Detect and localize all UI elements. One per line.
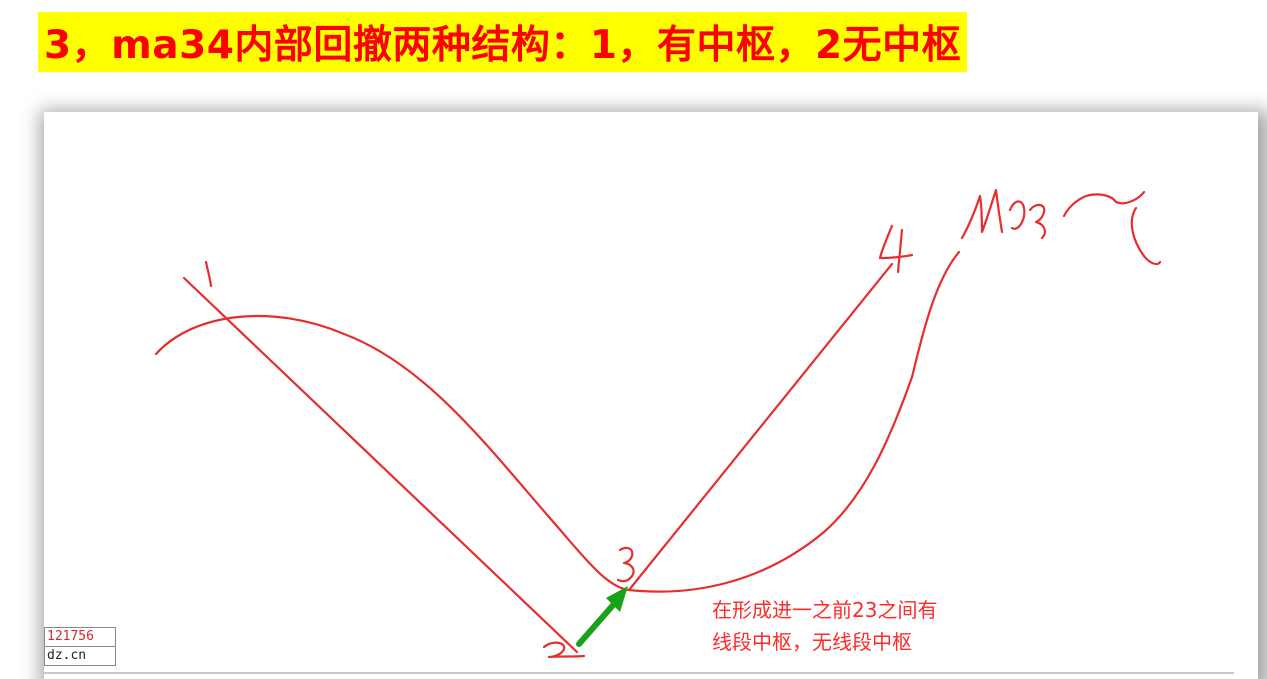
whiteboard: 在形成进一之前23之间有 线段中枢，无线段中枢 121756 dz.cn [44,112,1234,674]
label-2 [542,641,586,659]
page-title: 3，ma34内部回撤两种结构：1，有中枢，2无中枢 [38,12,968,72]
segment-3-4 [627,262,894,592]
watermark-stamp: 121756 dz.cn [44,627,116,666]
label-1 [204,260,213,288]
annotation-line-2: 线段中枢，无线段中枢 [712,630,912,654]
label-ma34 [960,188,1162,266]
up-arrow-icon [576,586,628,647]
ma34-curve [154,250,961,593]
annotation-line-1: 在形成进一之前23之间有 [712,598,938,622]
watermark-line-2: dz.cn [47,648,87,663]
annotation-note: 在形成进一之前23之间有 线段中枢，无线段中枢 [712,594,937,658]
label-3 [616,546,635,583]
hand-drawing [154,188,1162,659]
segment-1-2 [182,276,579,654]
watermark-line-1: 121756 [45,628,115,647]
label-4 [878,224,914,274]
